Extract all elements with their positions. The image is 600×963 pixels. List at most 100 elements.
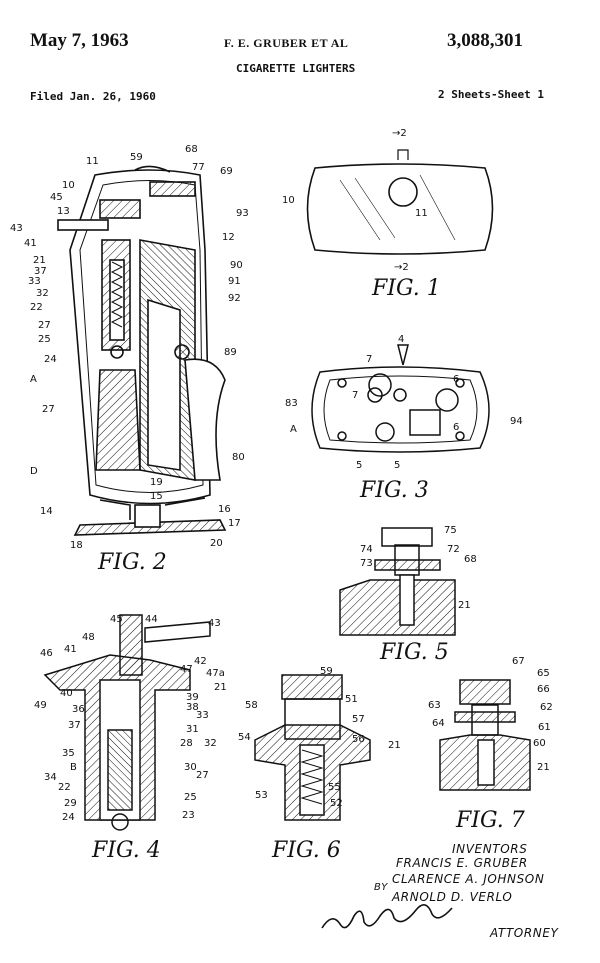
svg-text:23: 23 bbox=[182, 810, 195, 821]
svg-text:25: 25 bbox=[184, 792, 197, 803]
svg-text:27: 27 bbox=[196, 770, 209, 781]
figure-1-drawing bbox=[306, 149, 494, 255]
svg-text:66: 66 bbox=[537, 684, 550, 695]
svg-text:D: D bbox=[30, 466, 38, 477]
attorney-label: ATTORNEY bbox=[490, 926, 559, 940]
attorney-signature bbox=[321, 904, 453, 929]
svg-text:21: 21 bbox=[214, 682, 227, 693]
figure-7-label: FIG. 7 bbox=[456, 808, 525, 833]
svg-text:41: 41 bbox=[24, 238, 37, 249]
svg-text:90: 90 bbox=[230, 260, 243, 271]
figure-1-label: FIG. 1 bbox=[372, 276, 441, 301]
svg-text:24: 24 bbox=[44, 354, 57, 365]
svg-text:64: 64 bbox=[432, 718, 445, 729]
svg-text:40: 40 bbox=[60, 688, 73, 699]
svg-text:27: 27 bbox=[42, 404, 55, 415]
svg-text:21: 21 bbox=[388, 740, 401, 751]
svg-text:73: 73 bbox=[360, 558, 373, 569]
svg-text:92: 92 bbox=[228, 293, 241, 304]
svg-text:89: 89 bbox=[224, 347, 237, 358]
figure-1-reference-numerals: →2 10 11 →2 bbox=[282, 128, 428, 273]
svg-text:21: 21 bbox=[537, 762, 550, 773]
svg-text:91: 91 bbox=[228, 276, 241, 287]
svg-text:45: 45 bbox=[50, 192, 63, 203]
svg-text:39: 39 bbox=[186, 692, 199, 703]
figure-3-label: FIG. 3 bbox=[360, 478, 429, 503]
svg-text:45: 45 bbox=[110, 614, 123, 625]
svg-text:32: 32 bbox=[204, 738, 217, 749]
svg-text:18: 18 bbox=[70, 540, 83, 551]
svg-text:94: 94 bbox=[510, 416, 523, 427]
svg-text:52: 52 bbox=[330, 798, 343, 809]
svg-text:72: 72 bbox=[447, 544, 460, 555]
svg-text:47: 47 bbox=[180, 664, 193, 675]
figure-6-label: FIG. 6 bbox=[272, 838, 341, 863]
svg-text:69: 69 bbox=[220, 166, 233, 177]
svg-text:56: 56 bbox=[352, 734, 365, 745]
svg-text:34: 34 bbox=[44, 772, 57, 783]
svg-text:38: 38 bbox=[186, 702, 199, 713]
svg-text:42: 42 bbox=[194, 656, 207, 667]
figure-4-label: FIG. 4 bbox=[92, 838, 161, 863]
svg-text:68: 68 bbox=[464, 554, 477, 565]
svg-text:14: 14 bbox=[40, 506, 53, 517]
svg-text:B: B bbox=[70, 762, 77, 773]
sheet-number: 2 Sheets-Sheet 1 bbox=[438, 88, 544, 101]
svg-text:10: 10 bbox=[282, 195, 295, 206]
figure-2-drawing bbox=[57, 165, 227, 536]
figure-7-drawing bbox=[439, 679, 531, 791]
svg-text:74: 74 bbox=[360, 544, 373, 555]
svg-text:61: 61 bbox=[538, 722, 551, 733]
svg-text:5: 5 bbox=[356, 460, 362, 471]
svg-text:12: 12 bbox=[222, 232, 235, 243]
svg-text:→2: →2 bbox=[392, 128, 407, 139]
svg-text:53: 53 bbox=[255, 790, 268, 801]
svg-text:11: 11 bbox=[415, 208, 428, 219]
svg-text:55: 55 bbox=[328, 782, 341, 793]
svg-text:22: 22 bbox=[58, 782, 71, 793]
svg-text:19: 19 bbox=[150, 477, 163, 488]
svg-text:31: 31 bbox=[186, 724, 199, 735]
patent-date: May 7, 1963 bbox=[30, 30, 129, 51]
svg-text:29: 29 bbox=[64, 798, 77, 809]
inventor-name-3: ARNOLD D. VERLO bbox=[392, 890, 513, 904]
svg-text:43: 43 bbox=[208, 618, 221, 629]
inventor-name-1: FRANCIS E. GRUBER bbox=[396, 856, 528, 870]
svg-text:59: 59 bbox=[130, 152, 143, 163]
svg-text:49: 49 bbox=[34, 700, 47, 711]
svg-text:28: 28 bbox=[180, 738, 193, 749]
svg-text:65: 65 bbox=[537, 668, 550, 679]
figure-4-drawing bbox=[43, 614, 211, 831]
svg-text:43: 43 bbox=[10, 223, 23, 234]
svg-text:→2: →2 bbox=[394, 262, 409, 273]
svg-text:41: 41 bbox=[64, 644, 77, 655]
svg-text:36: 36 bbox=[72, 704, 85, 715]
svg-text:33: 33 bbox=[28, 276, 41, 287]
svg-text:30: 30 bbox=[184, 762, 197, 773]
figure-2-label: FIG. 2 bbox=[98, 550, 167, 575]
svg-text:32: 32 bbox=[36, 288, 49, 299]
svg-text:33: 33 bbox=[196, 710, 209, 721]
svg-text:77: 77 bbox=[192, 162, 205, 173]
svg-text:62: 62 bbox=[540, 702, 553, 713]
svg-text:21: 21 bbox=[33, 255, 46, 266]
svg-text:17: 17 bbox=[228, 518, 241, 529]
svg-text:59: 59 bbox=[320, 666, 333, 677]
svg-text:7: 7 bbox=[366, 354, 372, 365]
figure-5-drawing bbox=[339, 527, 456, 636]
svg-text:83: 83 bbox=[285, 398, 298, 409]
inventor-short: F. E. GRUBER ET AL bbox=[224, 36, 349, 50]
svg-text:75: 75 bbox=[444, 525, 457, 536]
svg-text:48: 48 bbox=[82, 632, 95, 643]
svg-text:A: A bbox=[30, 374, 37, 385]
svg-text:5: 5 bbox=[394, 460, 400, 471]
svg-text:51: 51 bbox=[345, 694, 358, 705]
svg-text:67: 67 bbox=[512, 656, 525, 667]
svg-text:60: 60 bbox=[533, 738, 546, 749]
